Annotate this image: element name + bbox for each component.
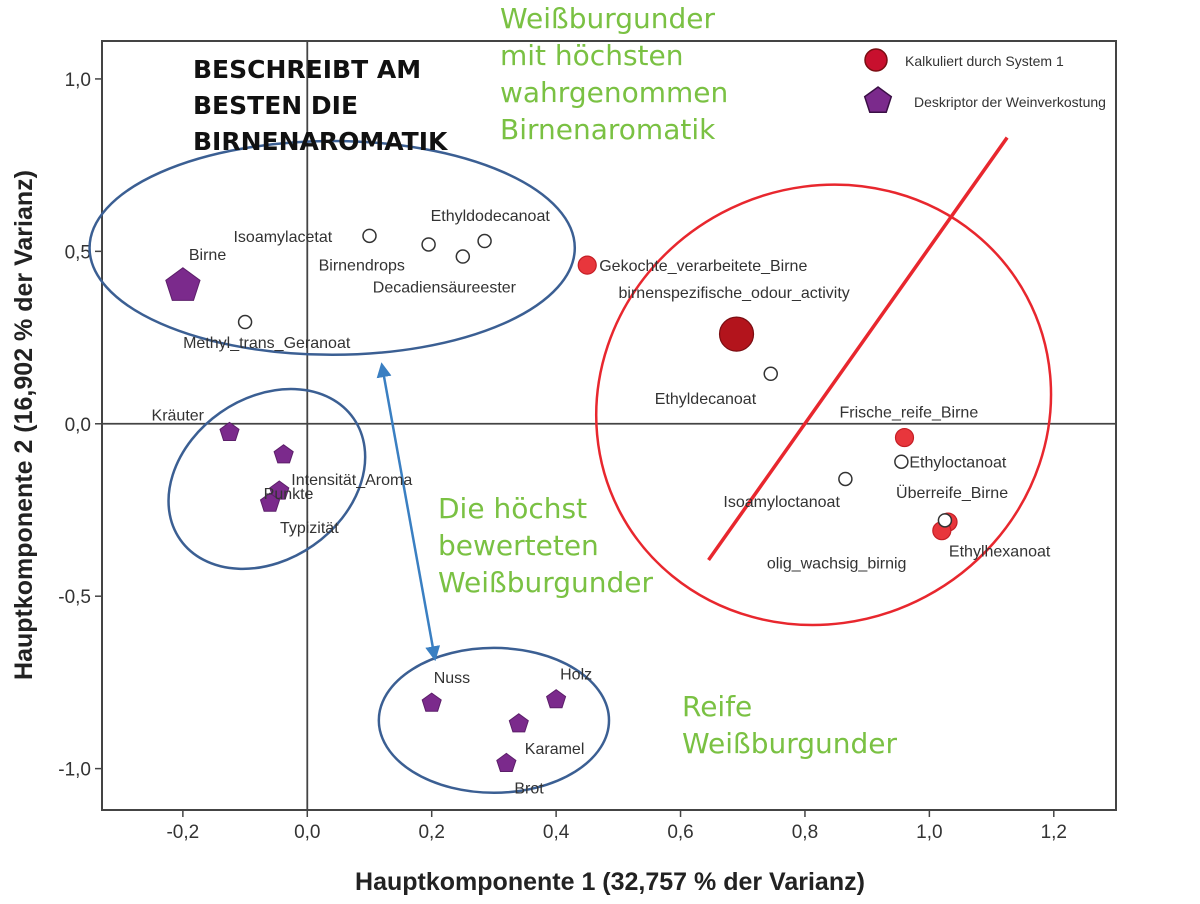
annotation-line: BIRNENAROMATIK: [193, 127, 449, 156]
x-tick-label: 0,0: [294, 822, 320, 843]
point-label-methyl-trans-geranoat: Methyl_trans_Geranoat: [183, 335, 351, 352]
point-label-ethyldecanoat: Ethyldecanoat: [655, 391, 757, 408]
legend-label-calculated: Kalkuliert durch System 1: [905, 53, 1064, 69]
x-tick-label: 0,8: [792, 822, 818, 843]
annotation-line: Birnenaromatik: [500, 113, 716, 146]
annotation-1: BESCHREIBT AM BESTEN DIE BIRNENAROMATIK: [193, 55, 449, 156]
point-label-frische-reife-birne: Frische_reife_Birne: [839, 405, 978, 422]
legend-pentagon-marker: [863, 86, 893, 114]
point-label-krauter: Kräuter: [152, 407, 205, 424]
red-cluster-ellipse: [594, 183, 1053, 627]
legend-label-descriptor: Deskriptor der Weinverkostung: [914, 94, 1106, 110]
pentagon-point-krauter: [219, 421, 240, 441]
point-label-isoamyloctanoat: Isoamyloctanoat: [723, 494, 840, 511]
filled-point-frische-reife-birne: [894, 427, 915, 448]
x-tick-label: -0,2: [166, 822, 199, 843]
annotation-line: bewerteten: [438, 529, 599, 562]
y-tick-label: 1,0: [65, 70, 91, 91]
point-label-brot: Brot: [514, 780, 544, 797]
filled-point-birnenspezifische-odour-activity: [718, 316, 755, 352]
legend-circle-marker: [864, 48, 888, 72]
hollow-point-ethyloctanoat: [894, 454, 909, 469]
hollow-point-isoamylacetat: [362, 228, 377, 244]
annotation-line: BESCHREIBT AM: [193, 55, 421, 84]
annotation-line: Weißburgunder: [500, 2, 715, 35]
hollow-point-ethyldodecanoat: [477, 233, 492, 249]
point-label-ethylhexanoat: Ethylhexanoat: [949, 543, 1051, 560]
annotation-line: Weißburgunder: [682, 727, 897, 760]
x-axis-title: Hauptkomponente 1 (32,757 % der Varianz): [355, 868, 865, 896]
red-trend-line: [707, 136, 1009, 561]
point-label-gekochte-verarbeitete-birne: Gekochte_verarbeitete_Birne: [599, 258, 807, 275]
hollow-point-methyl-trans-geranoat: [237, 314, 253, 330]
point-label-birne: Birne: [189, 247, 226, 264]
pentagon-point-holz: [546, 689, 567, 709]
point-label-intensitat-aroma: Intensität_Aroma: [291, 472, 412, 489]
annotation-shapes: [88, 136, 1053, 795]
point-label-karamel: Karamel: [525, 741, 585, 758]
pentagon-point-nuss: [421, 692, 442, 712]
point-label-ethyldodecanoat: Ethyldodecanoat: [431, 208, 551, 225]
x-tick-label: 0,4: [543, 822, 570, 843]
hollow-point-ethyldecanoat: [763, 366, 778, 382]
x-tick-label: 0,2: [418, 822, 444, 843]
blue-cluster-ellipse: [167, 387, 367, 571]
y-tick-label: -1,0: [58, 760, 91, 781]
pentagon-point-karamel: [508, 713, 529, 733]
hollow-point-ethylhexanoat: [937, 513, 953, 528]
annotation-line: wahrgenommen: [500, 76, 728, 109]
point-label-isoamylacetat: Isoamylacetat: [233, 229, 332, 246]
blue-cluster-ellipse: [88, 139, 577, 357]
point-label-birnenspezifische-odour-activity: birnenspezifische_odour_activity: [619, 285, 850, 302]
annotation-line: mit höchsten: [500, 39, 684, 72]
double-arrow: [376, 362, 441, 662]
filled-point-gekochte-verarbeitete-birne: [577, 255, 597, 275]
point-label-punkte: Punkte: [264, 486, 314, 503]
y-tick-label: -0,5: [58, 587, 91, 608]
pentagon-point-birne: [165, 267, 201, 301]
point-label-nuss: Nuss: [434, 670, 470, 687]
hollow-point-birnendrops: [421, 237, 436, 252]
point-label-olig-wachsig-birnig: olig_wachsig_birnig: [767, 556, 907, 573]
legend: Kalkuliert durch System 1 Deskriptor der …: [863, 48, 1106, 114]
y-tick-label: 0,0: [65, 415, 91, 436]
data-points: [165, 228, 958, 772]
blue-cluster-ellipse: [377, 646, 611, 795]
point-label-holz: Holz: [560, 667, 592, 684]
point-label-ethyloctanoat: Ethyloctanoat: [909, 455, 1007, 472]
y-axis-title: Hauptkomponente 2 (16,902 % der Varianz): [10, 170, 38, 680]
y-tick-label: 0,5: [65, 242, 91, 263]
x-tick-label: 0,6: [667, 822, 693, 843]
point-labels: BirneKräuterPunkteIntensität_AromaTypizi…: [152, 208, 1051, 797]
x-tick-label: 1,0: [916, 822, 942, 843]
pentagon-point-brot: [496, 752, 517, 772]
plot-area: [101, 40, 1117, 811]
annotation-line: BESTEN DIE: [193, 91, 358, 120]
annotation-line: Weißburgunder: [438, 566, 653, 599]
pentagon-point-typizitat: [259, 492, 281, 512]
point-label-uberreife-birne: Überreife_Birne: [896, 484, 1008, 502]
x-tick-label: 1,2: [1041, 822, 1067, 843]
hollow-point-isoamyloctanoat: [838, 471, 853, 487]
point-label-decadiensaureester: Decadiensäureester: [373, 280, 517, 297]
point-label-birnendrops: Birnendrops: [319, 257, 405, 274]
annotation-line: Reife: [682, 690, 752, 723]
axes: -0,2 0,0 0,2 0,4 0,6 0,8 1,0 1,2 1,0 0,5 0,0 -0,5 -1…: [58, 41, 1116, 843]
point-label-typizitat: Typizität: [280, 520, 339, 537]
text-annotations: BESCHREIBT AM BESTEN DIE BIRNENAROMATIK Wei…: [193, 2, 897, 760]
pentagon-point-intensitat-aroma: [269, 480, 290, 500]
annotation-line: Die höchst: [438, 492, 587, 525]
hollow-point-decadiensaureester: [455, 249, 471, 264]
pentagon-point-punkte: [273, 444, 294, 464]
